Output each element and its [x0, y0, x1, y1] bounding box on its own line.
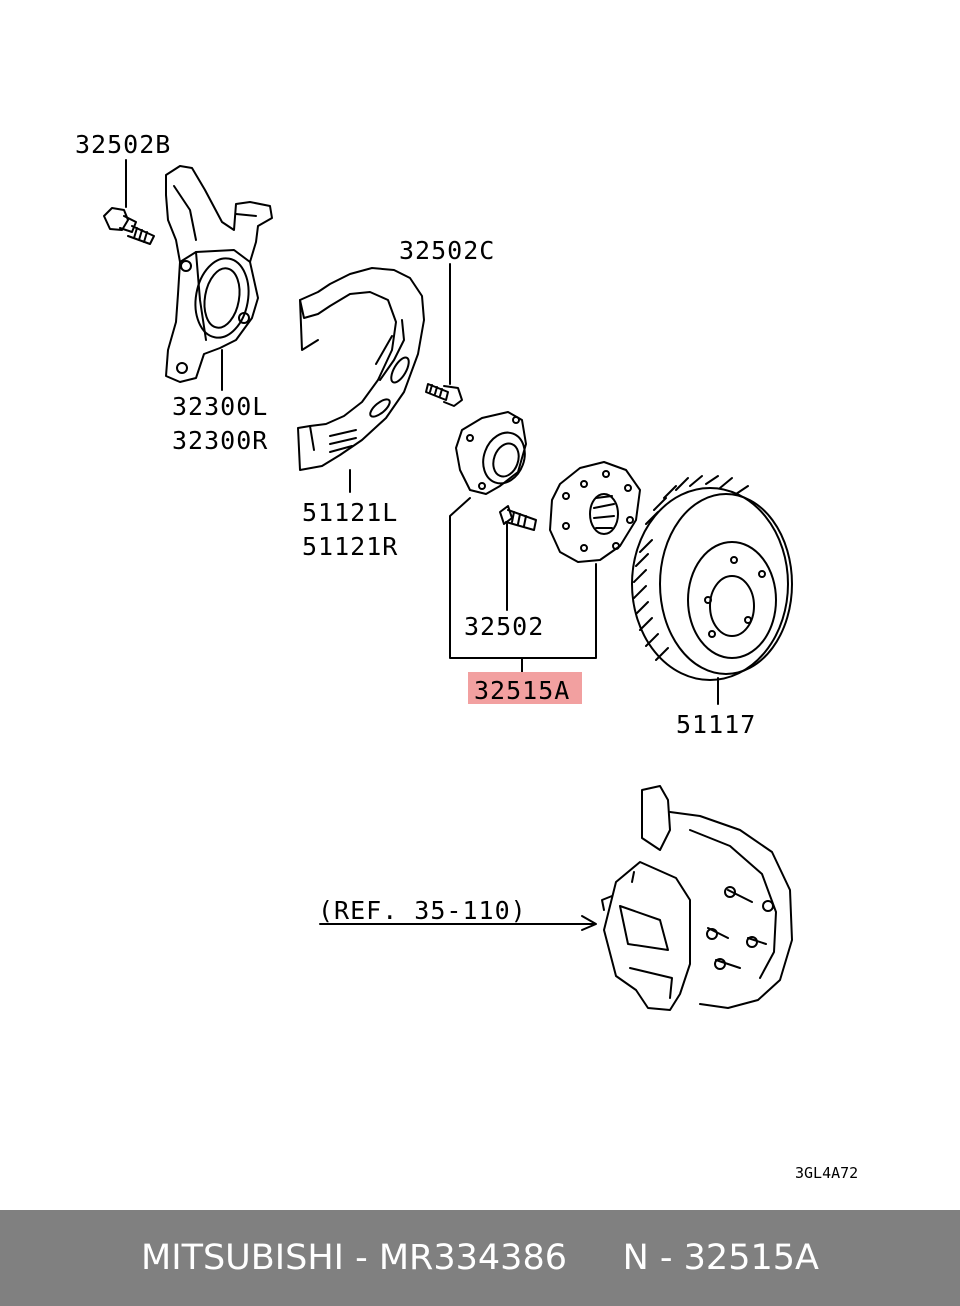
- assembly-bracket: [449, 497, 597, 673]
- label-51117[interactable]: 51117: [676, 710, 757, 739]
- wheel-stud-drawing: [499, 505, 537, 611]
- bolt-32502c-drawing: [425, 263, 463, 407]
- dust-shield-drawing: [297, 267, 425, 493]
- label-51121r[interactable]: 51121R: [302, 532, 399, 561]
- label-32300l[interactable]: 32300L: [172, 392, 269, 421]
- label-32502c[interactable]: 32502C: [399, 236, 496, 265]
- ref-leader-line: [319, 915, 597, 931]
- caliper-assembly-drawing: [601, 785, 793, 1011]
- label-32515a[interactable]: 32515A: [474, 676, 571, 705]
- bolt-32502b-drawing: [103, 159, 155, 245]
- parts-diagram: 32502B 32300L 32300R 32502C 51121L 51121…: [75, 130, 859, 1182]
- label-51121l[interactable]: 51121L: [302, 498, 399, 527]
- label-32502[interactable]: 32502: [464, 612, 545, 641]
- label-32300r[interactable]: 32300R: [172, 426, 269, 455]
- label-32502b[interactable]: 32502B: [75, 130, 172, 159]
- drawing-code: 3GL4A72: [795, 1164, 859, 1182]
- steering-knuckle-drawing: [165, 165, 273, 391]
- footer-bar: MITSUBISHI - MR334386 N - 32515A: [0, 1210, 960, 1306]
- hub-flange-drawing: [549, 461, 641, 563]
- exploded-view-drawing: [103, 159, 793, 1011]
- footer-part-info: MITSUBISHI - MR334386 N - 32515A: [141, 1238, 819, 1278]
- brake-rotor-drawing: [631, 475, 793, 705]
- part-highlight-box: [468, 672, 582, 704]
- label-ref[interactable]: (REF. 35-110): [318, 896, 527, 925]
- hub-bearing-drawing: [455, 411, 527, 495]
